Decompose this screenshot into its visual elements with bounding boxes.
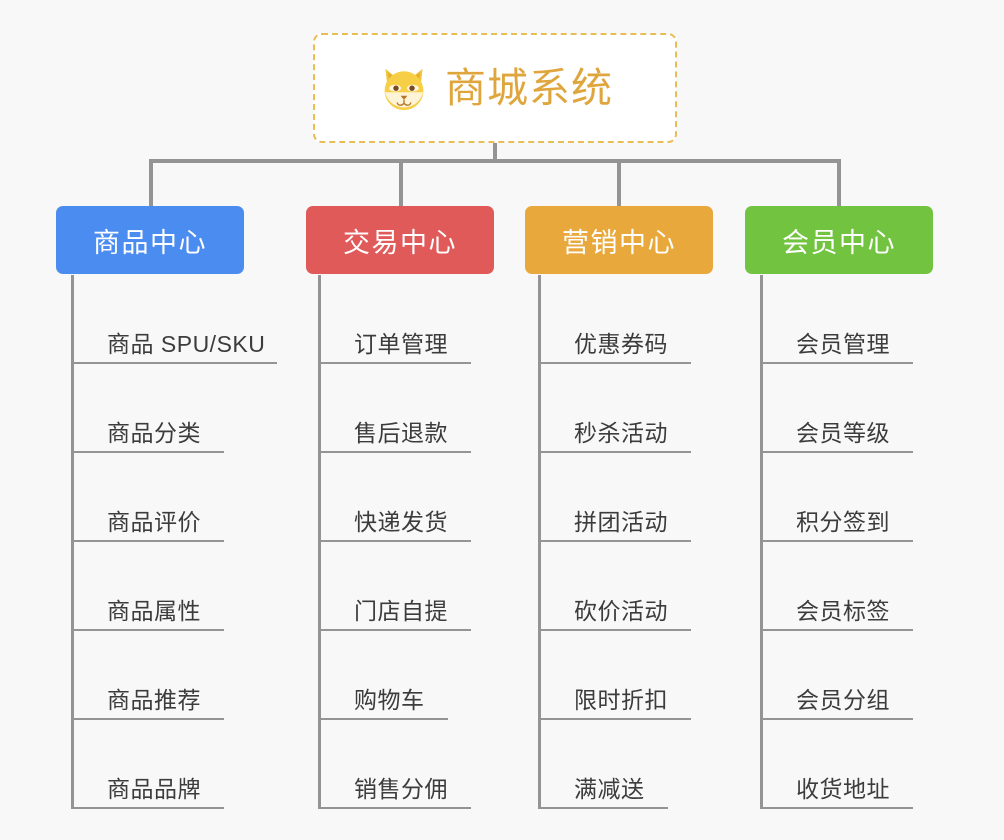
leaf-item[interactable]: 收货地址 [760,720,913,809]
leaf-label: 商品属性 [107,598,201,624]
leaf-item[interactable]: 会员标签 [760,542,913,631]
leaf-spine-4 [760,275,763,809]
connector-drop-4 [837,159,841,207]
category-label-1: 商品中心 [93,227,207,258]
leaf-item[interactable]: 商品属性 [71,542,224,631]
leaf-label: 快递发货 [354,509,448,535]
leaf-label: 会员分组 [796,687,890,713]
leaf-label: 积分签到 [796,509,890,535]
leaf-item[interactable]: 商品 SPU/SKU [71,275,277,364]
category-label-3: 营销中心 [562,227,676,258]
leaf-item[interactable]: 限时折扣 [538,631,691,720]
connector-drop-2 [399,159,403,207]
category-label-4: 会员中心 [782,227,896,258]
leaf-label: 会员等级 [796,420,890,446]
leaf-item[interactable]: 商品分类 [71,364,224,453]
category-box-3[interactable]: 营销中心 [525,206,713,274]
leaf-label: 拼团活动 [574,509,668,535]
connector-drop-3 [617,159,621,207]
leaf-spine-1 [71,275,74,809]
leaf-spine-2 [318,275,321,809]
leaf-label: 商品品牌 [107,776,201,802]
leaf-item[interactable]: 购物车 [318,631,448,720]
leaf-item[interactable]: 商品评价 [71,453,224,542]
leaf-label: 砍价活动 [574,598,668,624]
leaf-item[interactable]: 拼团活动 [538,453,691,542]
leaf-label: 限时折扣 [574,687,668,713]
leaf-item[interactable]: 门店自提 [318,542,471,631]
leaf-item[interactable]: 订单管理 [318,275,471,364]
leaf-label: 商品推荐 [107,687,201,713]
leaf-item[interactable]: 销售分佣 [318,720,471,809]
leaf-label: 会员标签 [796,598,890,624]
leaf-label: 商品 SPU/SKU [107,331,266,357]
leaf-spine-3 [538,275,541,809]
connector-drop-1 [149,159,153,207]
leaf-label: 秒杀活动 [574,420,668,446]
leaf-label: 商品分类 [107,420,201,446]
root-node-mall-system[interactable]: 商城系统 [313,33,677,143]
leaf-item[interactable]: 商品推荐 [71,631,224,720]
leaf-item[interactable]: 售后退款 [318,364,471,453]
leaf-item[interactable]: 商品品牌 [71,720,224,809]
connector-horizontal-bus [150,159,840,163]
leaf-item[interactable]: 满减送 [538,720,668,809]
leaf-label: 购物车 [354,687,425,713]
leaf-item[interactable]: 优惠券码 [538,275,691,364]
category-box-1[interactable]: 商品中心 [56,206,244,274]
leaf-item[interactable]: 秒杀活动 [538,364,691,453]
shiba-dog-face-icon [384,68,424,111]
leaf-label: 收货地址 [796,776,890,802]
leaf-label: 满减送 [574,776,645,802]
leaf-label: 售后退款 [354,420,448,446]
category-box-4[interactable]: 会员中心 [745,206,933,274]
leaf-item[interactable]: 快递发货 [318,453,471,542]
leaf-label: 销售分佣 [354,776,448,802]
root-title: 商城系统 [445,64,613,111]
leaf-item[interactable]: 会员管理 [760,275,913,364]
leaf-label: 门店自提 [354,598,448,624]
category-box-2[interactable]: 交易中心 [306,206,494,274]
leaf-item[interactable]: 会员等级 [760,364,913,453]
connector-root-stem [493,143,497,163]
leaf-label: 优惠券码 [574,331,668,357]
leaf-label: 订单管理 [354,331,448,357]
category-label-2: 交易中心 [343,227,457,258]
leaf-label: 会员管理 [796,331,890,357]
leaf-item[interactable]: 会员分组 [760,631,913,720]
leaf-item[interactable]: 积分签到 [760,453,913,542]
leaf-label: 商品评价 [107,509,201,535]
leaf-item[interactable]: 砍价活动 [538,542,691,631]
